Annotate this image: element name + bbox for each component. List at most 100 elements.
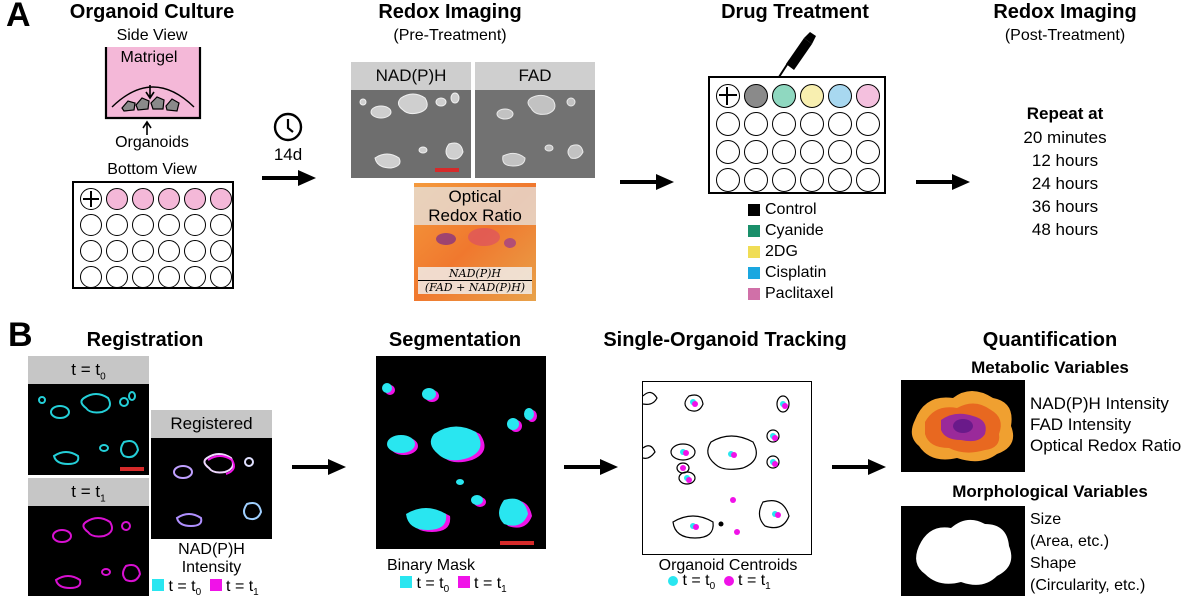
well bbox=[106, 240, 128, 262]
well bbox=[744, 112, 768, 136]
morphological-variables-list: Size(Area, etc.)Shape(Circularity, etc.) bbox=[1030, 509, 1145, 597]
well bbox=[716, 168, 740, 192]
legend-item: Cyanide bbox=[748, 220, 833, 241]
well-matrigel bbox=[184, 188, 206, 210]
t0-organoids bbox=[38, 391, 144, 471]
tracking-title: Single-Organoid Tracking bbox=[603, 329, 847, 351]
t0-swatch bbox=[152, 579, 164, 591]
well-cisplatin bbox=[828, 84, 852, 108]
well bbox=[158, 214, 180, 236]
legend-label: 2DG bbox=[765, 242, 798, 260]
well-matrigel bbox=[210, 188, 232, 210]
bottom-view-label: Bottom View bbox=[107, 161, 197, 178]
side-view-label: Side View bbox=[116, 27, 188, 44]
time-point: 48 hours bbox=[1031, 220, 1099, 239]
t1-organoids bbox=[52, 517, 142, 590]
well bbox=[716, 112, 740, 136]
organoids-label: Organoids bbox=[115, 134, 189, 151]
well-2dg bbox=[800, 84, 824, 108]
organoids-arrow bbox=[142, 120, 152, 135]
morph-title: Morphological Variables bbox=[952, 482, 1148, 501]
centroids-caption: Organoid Centroids bbox=[658, 557, 798, 574]
legend-label: Cisplatin bbox=[765, 263, 827, 281]
well bbox=[80, 214, 102, 236]
plus-well-icon bbox=[80, 188, 102, 210]
fad-image: FAD bbox=[475, 62, 595, 178]
scale-bar bbox=[435, 168, 459, 172]
centroid-dots bbox=[680, 399, 788, 535]
binary-mask-image bbox=[376, 356, 546, 549]
well bbox=[772, 168, 796, 192]
matrigel-label: Matrigel bbox=[114, 49, 184, 67]
panel-letter-a: A bbox=[6, 0, 31, 34]
registration-time-key: t = t0 t = t1 bbox=[152, 578, 259, 598]
well bbox=[828, 140, 852, 164]
well bbox=[856, 168, 880, 192]
arrow-right-icon bbox=[916, 174, 970, 190]
legend-label: Cyanide bbox=[765, 221, 824, 239]
redox-post-title: Redox Imaging bbox=[993, 1, 1137, 23]
legend-swatch bbox=[748, 245, 760, 258]
well-paclitaxel bbox=[856, 84, 880, 108]
legend-swatch bbox=[748, 266, 760, 279]
metabolic-image bbox=[901, 380, 1025, 472]
registration-caption: NAD(P)H Intensity bbox=[151, 541, 272, 577]
t1-swatch bbox=[209, 579, 222, 591]
redox-ratio-formula: NAD(P)H (FAD + NAD(P)H) bbox=[418, 267, 532, 294]
time-point: 20 minutes bbox=[1023, 128, 1107, 147]
well bbox=[132, 266, 154, 288]
optical-redox-ratio-image: Optical Redox Ratio NAD(P)H (FAD + NAD(P… bbox=[414, 183, 536, 301]
legend-swatch bbox=[748, 224, 760, 237]
panel-letter-b: B bbox=[8, 316, 33, 354]
well bbox=[210, 240, 232, 262]
well bbox=[772, 112, 796, 136]
segmentation-time-key: t = t0 t = t1 bbox=[400, 575, 507, 595]
well bbox=[184, 214, 206, 236]
quantification-title: Quantification bbox=[982, 329, 1118, 351]
plus-well-icon bbox=[716, 84, 740, 108]
well bbox=[744, 168, 768, 192]
t1-swatch bbox=[457, 576, 470, 588]
redox-post-subtitle: (Post-Treatment) bbox=[1004, 27, 1126, 44]
registration-t0-image: t = t0 bbox=[28, 356, 149, 475]
time-point: 36 hours bbox=[1031, 197, 1099, 216]
arrow-right-icon bbox=[564, 459, 618, 475]
arrow-right-icon bbox=[832, 459, 886, 475]
nadh-label: NAD(P)H bbox=[351, 62, 471, 90]
arrow-right-icon bbox=[292, 459, 346, 475]
well-plate-drug bbox=[708, 76, 886, 194]
well bbox=[106, 214, 128, 236]
registration-title: Registration bbox=[86, 329, 204, 351]
legend-swatch bbox=[748, 203, 760, 216]
t0-label: t = t0 bbox=[28, 356, 149, 384]
organoid-shapes bbox=[121, 96, 180, 112]
drug-plate-wells bbox=[716, 84, 880, 192]
well bbox=[744, 140, 768, 164]
well bbox=[210, 266, 232, 288]
well bbox=[800, 140, 824, 164]
t1-dot bbox=[723, 575, 734, 586]
centroid-tracking-image bbox=[642, 381, 812, 555]
well bbox=[80, 266, 102, 288]
registration-caption-line2: Intensity bbox=[181, 559, 242, 576]
scale-bar bbox=[500, 541, 534, 545]
well bbox=[828, 112, 852, 136]
morphological-variable: (Area, etc.) bbox=[1030, 533, 1110, 550]
well-walls bbox=[104, 47, 202, 120]
well bbox=[856, 112, 880, 136]
well bbox=[158, 240, 180, 262]
metabolic-title: Metabolic Variables bbox=[971, 358, 1129, 377]
formula-denominator: (FAD + NAD(P)H) bbox=[424, 281, 526, 294]
well bbox=[106, 266, 128, 288]
well bbox=[800, 112, 824, 136]
organoid-culture-title: Organoid Culture bbox=[69, 1, 235, 23]
plate-wells bbox=[80, 188, 232, 288]
well-matrigel bbox=[106, 188, 128, 210]
morphology-image bbox=[901, 506, 1025, 596]
registered-label: Registered bbox=[151, 410, 272, 438]
redox-pre-subtitle: (Pre-Treatment) bbox=[393, 27, 507, 44]
redox-pre-title: Redox Imaging bbox=[378, 1, 522, 23]
well bbox=[772, 140, 796, 164]
morphological-variable: (Circularity, etc.) bbox=[1030, 577, 1146, 594]
